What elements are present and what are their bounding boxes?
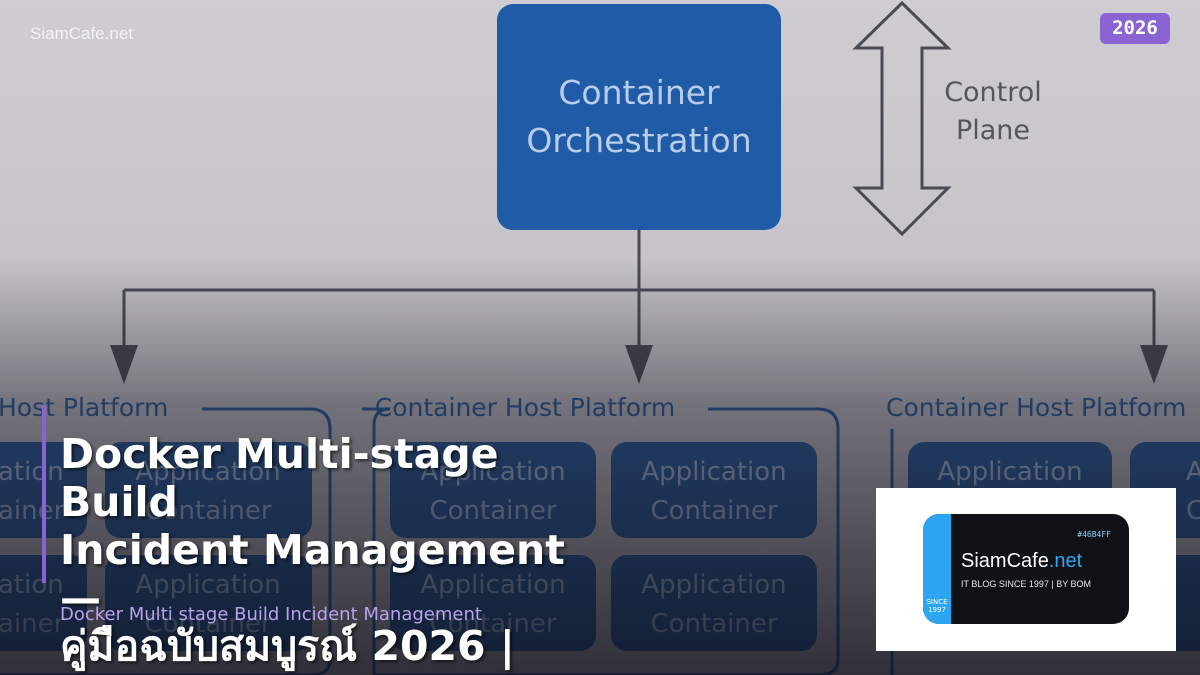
container-label: ainer: [0, 609, 65, 639]
container-label: Application: [937, 457, 1082, 487]
logo-stripe: [923, 514, 951, 624]
orchestration-box: [497, 4, 781, 230]
logo-tagline: IT BLOG SINCE 1997 | BY BOM: [961, 579, 1092, 589]
article-subtitle: Docker Multi stage Build Incident Manage…: [60, 604, 482, 625]
container-label: Co: [1186, 496, 1200, 526]
logo-since-badge: SINCE 1997: [926, 598, 948, 614]
orchestration-label-line2: Orchestration: [526, 121, 751, 160]
container-label: ainer: [0, 496, 65, 526]
container-label: Application: [641, 457, 786, 487]
container-label: Application: [641, 570, 786, 600]
site-logo-card[interactable]: SINCE 1997 #46B4FF SiamCafe.net IT BLOG …: [876, 488, 1176, 651]
container-label: App: [1186, 457, 1200, 487]
article-title: Docker Multi-stage Build Incident Manage…: [60, 430, 620, 670]
host-platform-label: Container Host Platform: [375, 393, 675, 422]
container-label: ation: [0, 570, 64, 600]
site-brand[interactable]: SiamCafe.net: [30, 24, 133, 43]
container-label: Container: [650, 496, 777, 526]
article-title-line: Docker Multi-stage Build: [60, 430, 499, 526]
logo-hex-code: #46B4FF: [1077, 530, 1111, 539]
orchestration-label-line1: Container: [558, 73, 720, 112]
logo-name-accent: .net: [1048, 550, 1083, 572]
logo-name: SiamCafe.net: [961, 550, 1082, 573]
container-label: ation: [0, 457, 64, 487]
title-accent-bar: [42, 405, 46, 583]
host-platform-label: Container Host Platform: [886, 393, 1186, 422]
article-title-line: Incident Management —: [60, 526, 565, 622]
control-plane-label-line2: Plane: [956, 115, 1030, 146]
logo-name-main: SiamCafe: [961, 550, 1049, 572]
host-platform-label: Host Platform: [0, 393, 168, 422]
site-logo: SINCE 1997 #46B4FF SiamCafe.net IT BLOG …: [923, 514, 1129, 624]
container-label: Container: [650, 609, 777, 639]
control-plane-label-line1: Control: [944, 77, 1042, 108]
article-title-line: คู่มือฉบับสมบูรณ์ 2026 |: [60, 622, 515, 670]
year-badge: 2026: [1100, 13, 1170, 44]
